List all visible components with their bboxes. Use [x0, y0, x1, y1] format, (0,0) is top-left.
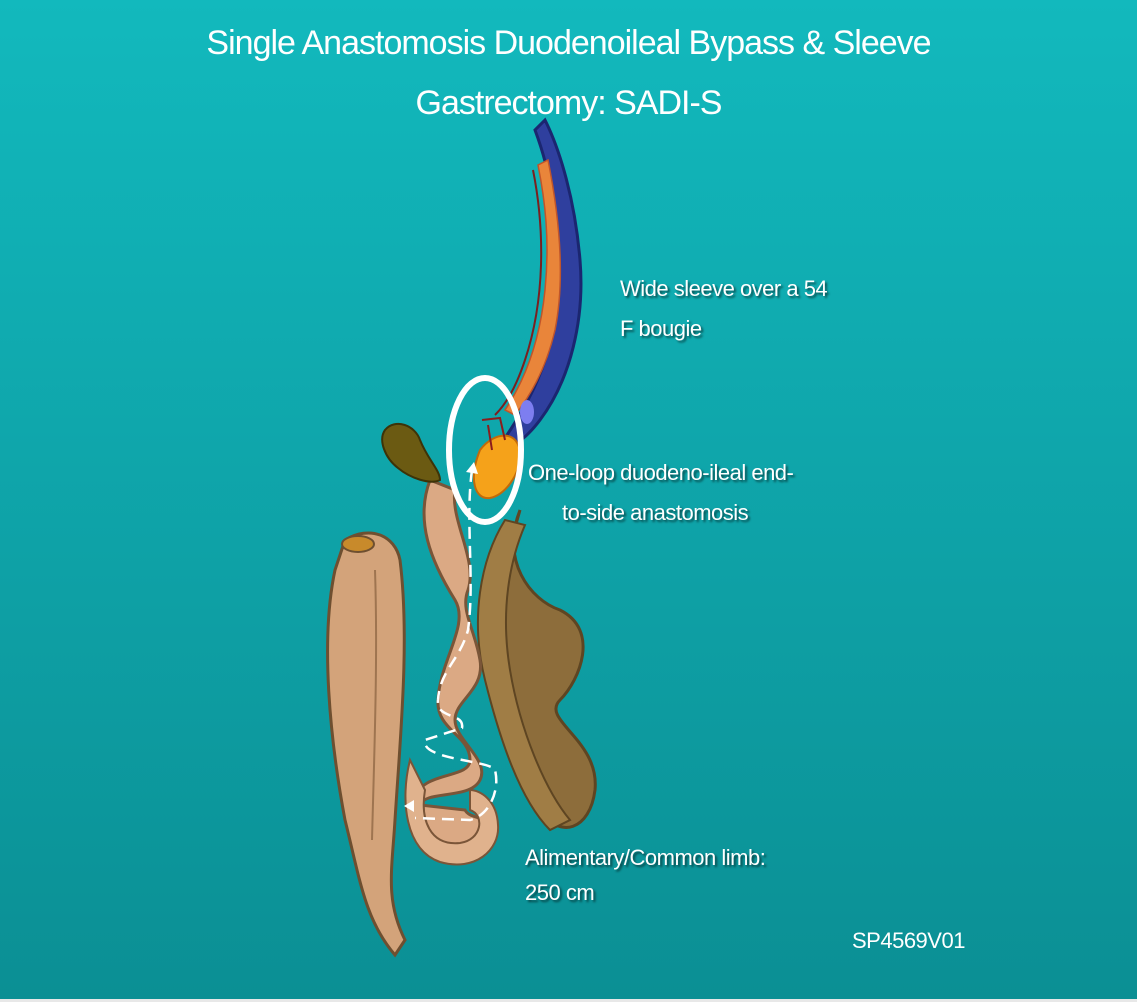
colon-opening	[342, 536, 374, 552]
gallbladder	[382, 424, 440, 482]
anastomosis-label-line-1: One-loop duodeno-ileal end-	[528, 458, 793, 488]
anastomosis-label-line-2: to-side anastomosis	[562, 498, 748, 528]
sleeve-label-line-2: F bougie	[620, 314, 702, 344]
slide-code: SP4569V01	[852, 928, 965, 954]
colon	[328, 533, 405, 955]
pylorus-spot	[520, 400, 534, 424]
limb-label-line-2: 250 cm	[525, 878, 594, 908]
sleeve-label-line-1: Wide sleeve over a 54	[620, 274, 827, 304]
limb-label-line-1: Alimentary/Common limb:	[525, 843, 765, 873]
